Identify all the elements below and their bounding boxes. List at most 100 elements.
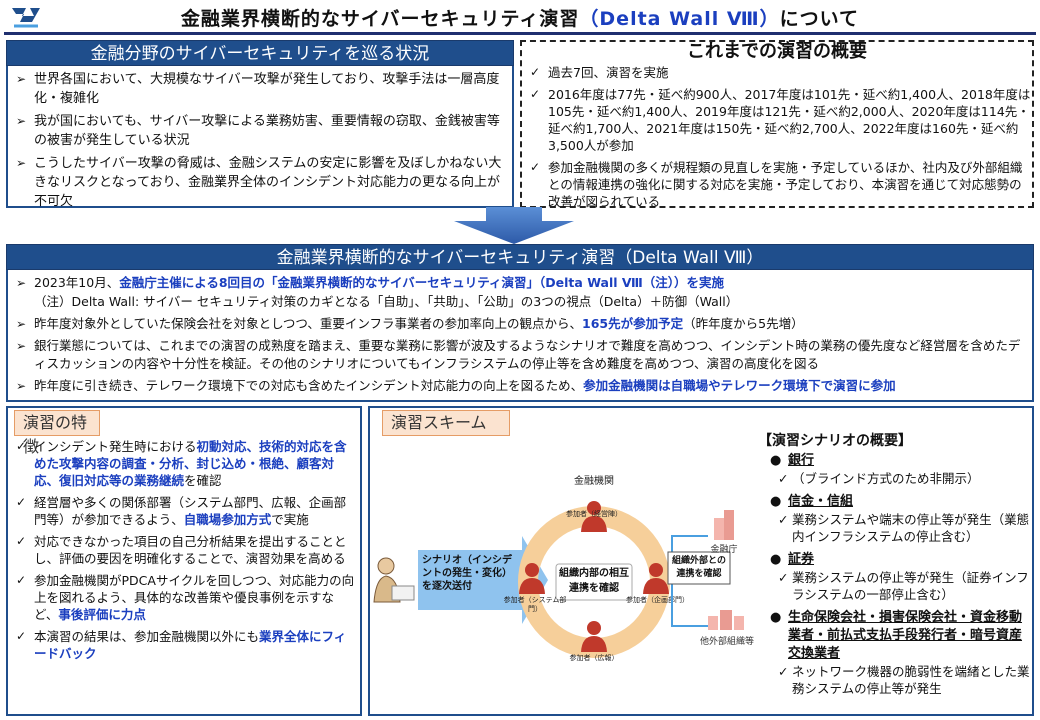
history-item-text: 参加金融機関の多くが規程類の見直しを実施・予定しているほか、社内及び外部組織との… xyxy=(548,160,1023,209)
fsa-label: 金融庁 xyxy=(710,543,737,554)
feature-highlight: 業界全体にフィードバック xyxy=(34,629,347,661)
check-icon: ✓ xyxy=(778,664,789,679)
check-icon: ✓ xyxy=(16,439,27,453)
bullet-dot-icon: ● xyxy=(770,453,782,468)
feature-text: 参加金融機関がPDCAサイクルを回しつつ、対応能力の向上を図れるよう、具体的な改… xyxy=(34,573,355,622)
list-item: ✓2016年度は77先・延べ約900人、2017年度は101先・延べ約1,400… xyxy=(526,86,1032,154)
external-label: 組織外部との連携を確認 xyxy=(672,555,726,578)
presenter-icon xyxy=(373,557,415,603)
list-item: ➢ 世界各国において、大規模なサイバー攻撃が発生しており、攻撃手法は一層高度化・複… xyxy=(12,70,510,108)
institution-label: 金融機関 xyxy=(574,474,614,487)
down-arrow-icon xyxy=(454,207,574,244)
list-item: ✓ 参加金融機関の多くが規程類の見直しを実施・予定しているほか、社内及び外部組織と… xyxy=(526,159,1032,210)
scenario-title: ● 銀行 xyxy=(770,452,1032,470)
main-item-text: （昨年度から5先増） xyxy=(683,316,804,331)
scenario-list: ●銀行 ✓（ブラインド方式のため非開示） ●信金・信組 ✓業務システムや端末の停… xyxy=(770,452,1032,697)
check-icon: ✓ xyxy=(530,65,541,79)
person-icon xyxy=(643,563,669,594)
main-item-text: 昨年度対象外としていた保険会社を対象としつつ、重要インフラ事業者の参加率向上の観… xyxy=(34,316,583,331)
history-item-text: 過去7回、演習を実施 xyxy=(548,65,669,80)
bullet-dot-icon: ● xyxy=(770,494,782,509)
scenario-desc: ✓（ブラインド方式のため非開示） xyxy=(770,470,1032,487)
arrow-bullet-icon: ➢ xyxy=(16,72,27,86)
list-item: ✓インシデント発生時における初動対応、技術的対応を含めた攻撃内容の調査・分析、封… xyxy=(12,438,358,489)
list-item: ➢ 銀行業態については、これまでの演習の成熟度を踏まえ、重要な業務に影響が波及する… xyxy=(12,337,1030,373)
scenario-shinkin-title: 信金・信組 xyxy=(788,494,854,509)
feature-text: 経営層や多くの関係部署（システム部門、広報、企画部門等）が参加できるよう、 xyxy=(34,495,347,527)
list-item: ✓ 本演習の結果は、参加金融機関以外にも業界全体にフィードバック xyxy=(12,628,358,662)
scenario-desc: ✓業務システムの停止等が発生（証券インフラシステムの一部停止含む） xyxy=(770,569,1032,603)
buildings-icon xyxy=(708,610,744,630)
external-box xyxy=(667,551,731,585)
list-item: ➢ 昨年度対象外としていた保険会社を対象としつつ、重要インフラ事業者の参加率向上の… xyxy=(12,315,1030,333)
fsa-logo-icon xyxy=(12,8,40,28)
feature-text: で実施 xyxy=(271,512,309,527)
scheme-diagram: シナリオ（インシデントの発生・変化）を逐次送付 金融機関 組織内部の相互連携を確… xyxy=(373,474,754,662)
features-tab: 演習の特徴 xyxy=(14,410,100,456)
arrow-bullet-icon: ➢ xyxy=(16,339,27,353)
status-item-text: 世界各国において、大規模なサイバー攻撃が発生しており、攻撃手法は一層高度化・複雑… xyxy=(34,72,500,106)
status-item-text: こうしたサイバー攻撃の脅威は、金融システムの安定に影響を及ぼしかねない大きなリス… xyxy=(34,156,502,209)
check-icon: ✓ xyxy=(16,629,27,643)
scenario-desc: ✓ネットワーク機器の脆弱性を端緒とした業務システムの停止等が発生 xyxy=(770,663,1032,697)
feature-highlight: 初動対応、技術的対応を含めた攻撃内容の調査・分析、封じ込め・根絶、顧客対応、復旧… xyxy=(34,439,347,488)
bullet-dot-icon: ● xyxy=(770,552,782,567)
scenario-sec-title: 証券 xyxy=(788,552,815,567)
feature-text: 対応できなかった項目の自己分析結果を提出することとし、評価の要因を明確化すること… xyxy=(34,534,347,566)
main-item-text: 2023年10月、 xyxy=(34,275,120,290)
scenario-arrow-label: シナリオ（インシデントの発生・変化）を逐次送付 xyxy=(422,555,512,592)
list-item: ✓ 過去7回、演習を実施 xyxy=(526,64,1032,81)
check-icon: ✓ xyxy=(16,495,27,509)
connector-others xyxy=(671,566,708,627)
feature-text: を確認 xyxy=(184,473,222,488)
status-item-text: 我が国においても、サイバー攻撃による業務妨害、重要情報の窃取、金銭被害等の被害が… xyxy=(34,114,500,148)
check-icon: ✓ xyxy=(778,570,789,585)
arrow-bullet-icon: ➢ xyxy=(16,379,27,393)
title-main: 金融業界横断的なサイバーセキュリティ演習 xyxy=(180,8,580,30)
list-item: ➢ 2023年10月、金融庁主催による8回目の「金融業界横断的なサイバーセキュリテ… xyxy=(12,274,1030,292)
title-accent: （Delta Wall Ⅷ） xyxy=(579,8,780,30)
title-suffix: について xyxy=(779,8,860,30)
history-header: これまでの演習の概要 xyxy=(687,41,867,62)
scenario-ins-title: 生命保険会社・損害保険会社・資金移動業者・前払式支払手段発行者・暗号資産交換業者 xyxy=(788,610,1023,661)
check-icon: ✓ xyxy=(16,534,27,548)
participant-left-label: 参加者（システム部門） xyxy=(503,597,567,613)
status-header: 金融分野のサイバーセキュリティを巡る状況 xyxy=(6,40,514,66)
person-icon xyxy=(581,501,607,532)
main-panel xyxy=(6,244,1034,402)
title-divider xyxy=(4,32,1036,35)
main-item-text: 銀行業態については、これまでの演習の成熟度を踏まえ、重要な業務に影響が波及するよ… xyxy=(34,338,1021,371)
footnote: （注）Delta Wall: サイバー セキュリティ対策のカギとなる「自助」、「… xyxy=(34,294,739,309)
arrow-bullet-icon: ➢ xyxy=(16,317,27,331)
check-icon: ✓ xyxy=(530,160,541,174)
list-item: ➢我が国においても、サイバー攻撃による業務妨害、重要情報の窃取、金銭被害等の被害… xyxy=(12,112,510,150)
feature-highlight: 事後評価に力点 xyxy=(58,607,146,622)
scenario-header: 【演習シナリオの概要】 xyxy=(758,433,912,449)
list-item: ✓ 対応できなかった項目の自己分析結果を提出することとし、評価の要因を明確化するこ… xyxy=(12,533,358,567)
scenario-title: ● 証券 xyxy=(770,551,1032,569)
main-header: 金融業界横断的なサイバーセキュリティ演習（Delta Wall Ⅷ） xyxy=(6,244,1034,270)
feature-text: 本演習の結果は、参加金融機関以外にも xyxy=(34,629,260,644)
center-box xyxy=(555,563,633,601)
check-icon: ✓ xyxy=(778,512,789,527)
scenario-desc: ✓業務システムや端末の停止等が発生（業態内インフラシステムの停止含む） xyxy=(770,511,1032,545)
participant-bottom-label: 参加者（広報） xyxy=(569,655,619,662)
main-item-highlight: 金融庁主催による8回目の「金融業界横断的なサイバーセキュリティ演習」（Delta… xyxy=(119,275,725,290)
arrow-bullet-icon: ➢ xyxy=(16,276,27,290)
list-item: ✓参加金融機関がPDCAサイクルを回しつつ、対応能力の向上を図れるよう、具体的な… xyxy=(12,572,358,623)
features-panel xyxy=(6,406,362,716)
feature-highlight: 自職場参加方式 xyxy=(183,512,272,527)
scenario-bank-desc: （ブラインド方式のため非開示） xyxy=(792,471,980,486)
check-icon: ✓ xyxy=(778,471,789,486)
main-list: ➢ 2023年10月、金融庁主催による8回目の「金融業界横断的なサイバーセキュリテ… xyxy=(12,274,1030,399)
person-icon xyxy=(519,563,545,594)
page-title: 金融業界横断的なサイバーセキュリティ演習（Delta Wall Ⅷ）について xyxy=(0,4,1040,31)
center-label: 組織内部の相互連携を確認 xyxy=(559,568,629,594)
scenario-title: ●生命保険会社・損害保険会社・資金移動業者・前払式支払手段発行者・暗号資産交換業… xyxy=(770,609,1032,663)
scheme-panel xyxy=(368,406,1034,716)
scenario-title: ● 信金・信組 xyxy=(770,493,1032,511)
person-icon xyxy=(581,621,607,652)
scenario-bank-title: 銀行 xyxy=(788,453,815,468)
scenario-shinkin-desc: 業務システムや端末の停止等が発生（業態内インフラシステムの停止含む） xyxy=(792,512,1030,544)
scenario-ins-desc: ネットワーク機器の脆弱性を端緒とした業務システムの停止等が発生 xyxy=(792,664,1030,696)
